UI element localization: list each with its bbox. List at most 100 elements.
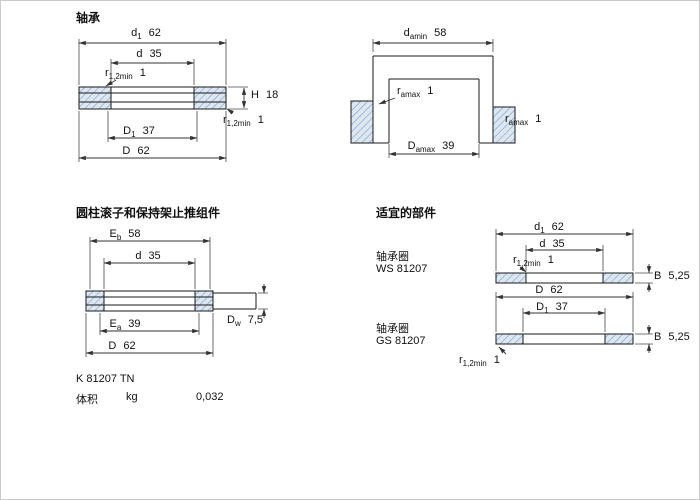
mass-label: 体积 — [76, 394, 98, 406]
val: 35 — [552, 238, 565, 250]
sym: E — [109, 228, 117, 240]
sub: 1,2min — [516, 259, 541, 269]
val: 58 — [434, 27, 447, 39]
val: 35 — [149, 48, 162, 60]
dim-label-d1: d1 62 — [131, 27, 161, 42]
sub: amin — [409, 32, 428, 42]
ws-washer-drawing — [495, 229, 653, 292]
dim-label-ramax-left: ramax 1 — [397, 85, 433, 100]
sym: D — [122, 145, 131, 157]
val: 5,25 — [668, 331, 690, 343]
dim-label-Eb: Eb 58 — [109, 228, 140, 243]
val: 62 — [550, 284, 563, 296]
sub: 1 — [540, 226, 545, 236]
gs-washer-drawing — [495, 292, 653, 355]
sub: 1 — [137, 32, 142, 42]
bearing-cross-section-drawing — [78, 39, 248, 162]
sym: d — [403, 27, 410, 39]
sub: 1,2min — [462, 359, 487, 369]
designation-text: K 81207 TN — [76, 373, 135, 385]
val: 62 — [148, 27, 161, 39]
dim-label-ws-r12min: r1,2min 1 — [513, 254, 554, 269]
ws-name: WS 81207 — [376, 263, 428, 275]
val: 1 — [493, 354, 500, 366]
section-title-bearing: 轴承 — [76, 11, 101, 25]
sym: d — [136, 48, 143, 60]
val: 39 — [128, 318, 141, 330]
val: 37 — [142, 125, 155, 137]
val: 35 — [148, 250, 161, 262]
gs-type-label: 轴承圈 — [376, 323, 409, 335]
dim-label-ws-B: B 5,25 — [654, 270, 690, 285]
dim-label-H: H 18 — [251, 89, 278, 104]
val: 1 — [257, 114, 264, 126]
sub: amax — [415, 145, 436, 155]
sym: r — [397, 85, 401, 97]
dim-label-gs-B: B 5,25 — [654, 331, 690, 346]
sym: B — [654, 270, 662, 282]
dim-label-Dw: Dw 7,5 — [227, 314, 263, 329]
ws-type-label: 轴承圈 — [376, 251, 409, 263]
roller-cage-assembly-drawing — [85, 237, 268, 357]
sym: d — [539, 238, 546, 250]
sym: D — [123, 125, 132, 137]
gs-name: GS 81207 — [376, 335, 426, 347]
dim-label-D: D 62 — [122, 145, 149, 160]
sub: amax — [508, 118, 529, 128]
val: 1 — [535, 113, 542, 125]
sym: H — [251, 89, 259, 101]
val: 58 — [128, 228, 141, 240]
dim-label-gs-D: D 62 — [535, 284, 562, 299]
sym: r — [459, 354, 463, 366]
dim-label-r12min-top: r1,2min 1 — [105, 67, 146, 82]
dim-label-Damax: Damax 39 — [408, 140, 455, 155]
dim-label-assembly-D: D 62 — [108, 340, 135, 355]
sym: D — [536, 301, 545, 313]
sym: D — [227, 314, 235, 326]
val: 1 — [139, 67, 146, 79]
sub: b — [116, 233, 122, 243]
section-title-parts: 适宜的部件 — [376, 206, 437, 220]
dim-label-d: d 35 — [136, 48, 161, 63]
sub: 1,2min — [108, 72, 133, 82]
sym: D — [108, 340, 117, 352]
dim-label-Ea: Ea 39 — [109, 318, 140, 333]
sub: a — [116, 323, 122, 333]
sym: D — [407, 140, 416, 152]
abutment-dimensions-drawing — [350, 39, 516, 158]
dim-label-assembly-d: d 35 — [135, 250, 160, 265]
sym: r — [223, 114, 227, 126]
val: 1 — [547, 254, 554, 266]
sub: 1 — [131, 130, 136, 140]
section-title-assembly: 圆柱滚子和保持架止推组件 — [76, 206, 221, 220]
sym: B — [654, 331, 662, 343]
sym: d — [135, 250, 142, 262]
sym: E — [109, 318, 117, 330]
sub: 1,2min — [226, 119, 251, 129]
sub: w — [234, 319, 241, 329]
sym: d — [534, 221, 541, 233]
dim-label-damin: damin 58 — [404, 27, 447, 42]
val: 18 — [265, 89, 279, 101]
mass-value: 0,032 — [196, 391, 224, 403]
sym: d — [131, 27, 138, 39]
sub: amax — [400, 90, 421, 100]
dim-label-D1: D1 37 — [123, 125, 155, 140]
val: 7,5 — [247, 314, 264, 326]
sym: r — [513, 254, 517, 266]
dim-label-ws-d: d 35 — [539, 238, 564, 253]
val: 5,25 — [668, 270, 690, 282]
val: 62 — [123, 340, 136, 352]
sym: D — [535, 284, 544, 296]
sym: r — [505, 113, 509, 125]
val: 62 — [137, 145, 150, 157]
dim-label-r12min-bottom: r1,2min 1 — [223, 114, 264, 129]
dim-label-ramax-right: ramax 1 — [505, 113, 541, 128]
sym: r — [105, 67, 109, 79]
val: 39 — [442, 140, 455, 152]
val: 1 — [427, 85, 434, 97]
